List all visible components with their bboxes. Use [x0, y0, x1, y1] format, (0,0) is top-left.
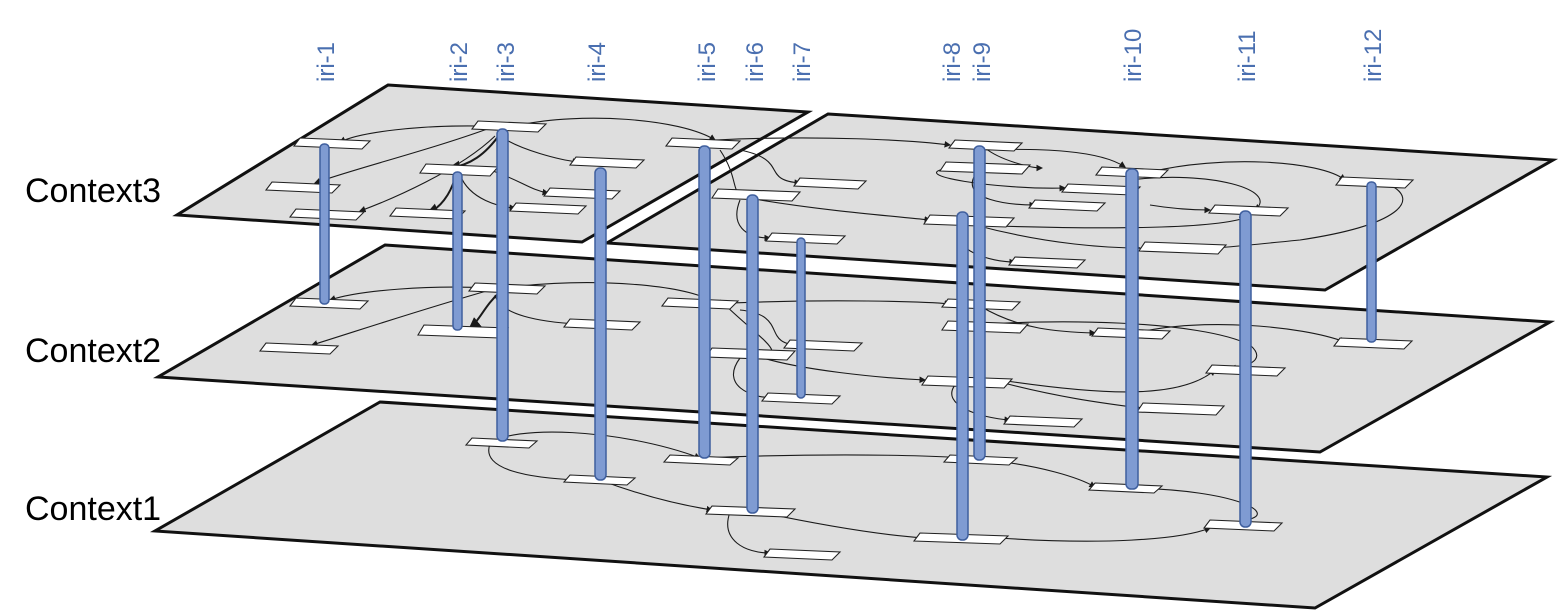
iri-7-label: iri-7: [789, 42, 816, 82]
iri-10-pillar: [1125, 168, 1139, 490]
iri-8-pillar: [956, 211, 969, 541]
iri-8-label: iri-8: [939, 42, 966, 82]
iri-3-pillar: [496, 128, 509, 442]
iri-2-label: iri-2: [446, 42, 473, 82]
iri-12-label: iri-12: [1360, 29, 1387, 82]
iri-11-pillar: [1239, 210, 1252, 528]
iri-3-label: iri-3: [493, 42, 520, 82]
iri-9-label: iri-9: [969, 42, 996, 82]
iri-1-label: iri-1: [313, 42, 340, 82]
iri-pillars: [319, 128, 1377, 541]
iri-2-pillar: [452, 171, 463, 331]
iri-5-label: iri-5: [694, 42, 721, 82]
iri-10-label: iri-10: [1120, 29, 1147, 82]
context3-plane-left: [172, 83, 814, 244]
context2-label: Context2: [25, 332, 161, 370]
iri-7-pillar: [796, 237, 806, 399]
iri-6-label: iri-6: [742, 42, 769, 82]
iri-5-pillar: [698, 145, 711, 459]
context1-plane: [149, 400, 1553, 610]
iri-11-label: iri-11: [1234, 30, 1261, 82]
iri-4-label: iri-4: [584, 42, 611, 82]
iri-12-pillar: [1366, 181, 1377, 343]
iri-4-pillar: [594, 167, 607, 481]
iri-6-pillar: [746, 194, 759, 514]
iri-1-pillar: [319, 143, 330, 305]
iri-9-pillar: [973, 145, 986, 461]
context1-label: Context1: [25, 490, 161, 528]
context3-label: Context3: [25, 172, 161, 210]
